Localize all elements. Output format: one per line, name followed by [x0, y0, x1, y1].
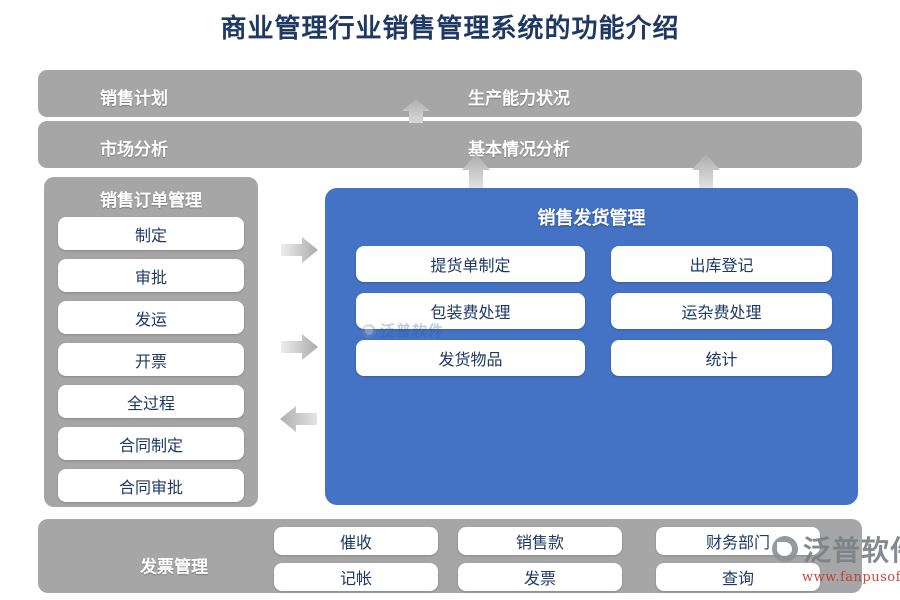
ship-item-baozhuangfeichuli[interactable]: 包装费处理: [356, 293, 585, 329]
ship-item-chukudengji[interactable]: 出库登记: [611, 246, 832, 282]
top-bar-market-analysis-label: 市场分析: [100, 140, 168, 160]
top-bar-basic-analysis-label: 基本情况分析: [468, 140, 570, 160]
arrow-right-order-top-icon: [281, 236, 319, 264]
order-item-quanguocheng[interactable]: 全过程: [58, 385, 244, 418]
top-bar-capacity-label: 生产能力状况: [468, 89, 570, 109]
order-item-kaipiao[interactable]: 开票: [58, 343, 244, 376]
order-item-zhiding[interactable]: 制定: [58, 217, 244, 250]
invoice-management-bar: 发票管理 催收 销售款 财务部门 记帐 发票 查询: [38, 519, 862, 593]
ship-item-tihuodanzhiding[interactable]: 提货单制定: [356, 246, 585, 282]
arrow-left-ship-back-icon: [278, 405, 318, 433]
invoice-item-jizhang[interactable]: 记帐: [274, 563, 438, 591]
invoice-item-cuishou[interactable]: 催收: [274, 527, 438, 555]
ship-item-yunzafeichuli[interactable]: 运杂费处理: [611, 293, 832, 329]
invoice-management-label: 发票管理: [140, 557, 208, 578]
arrow-up-analysis-left-icon: [461, 154, 491, 190]
top-bar-market-analysis: [38, 121, 862, 168]
ship-item-tongji[interactable]: 统计: [611, 340, 832, 376]
arrow-right-order-mid-icon: [281, 333, 319, 361]
invoice-item-fapiao[interactable]: 发票: [458, 563, 622, 591]
arrow-up-plan-icon: [401, 99, 431, 123]
order-item-shenpi[interactable]: 审批: [58, 259, 244, 292]
order-item-hetongzhiding[interactable]: 合同制定: [58, 427, 244, 460]
sales-order-panel-title: 销售订单管理: [100, 191, 202, 211]
top-bar-sales-plan-label: 销售计划: [100, 89, 168, 109]
sales-delivery-panel: 销售发货管理 提货单制定 出库登记 包装费处理 运杂费处理 发货物品 统计: [325, 188, 858, 505]
order-item-fayun[interactable]: 发运: [58, 301, 244, 334]
invoice-item-chaxun[interactable]: 查询: [656, 563, 820, 591]
order-item-hetongshenpi[interactable]: 合同审批: [58, 469, 244, 502]
invoice-item-caiwubumen[interactable]: 财务部门: [656, 527, 820, 555]
arrow-up-analysis-right-icon: [691, 154, 721, 190]
sales-delivery-panel-title: 销售发货管理: [537, 208, 646, 229]
ship-item-fahuowupin[interactable]: 发货物品: [356, 340, 585, 376]
sales-order-panel: 销售订单管理 制定 审批 发运 开票 全过程 合同制定 合同审批: [44, 177, 258, 507]
invoice-item-xiaoshoukuan[interactable]: 销售款: [458, 527, 622, 555]
page-title: 商业管理行业销售管理系统的功能介绍: [220, 14, 680, 44]
top-bar-sales-plan: [38, 70, 862, 117]
